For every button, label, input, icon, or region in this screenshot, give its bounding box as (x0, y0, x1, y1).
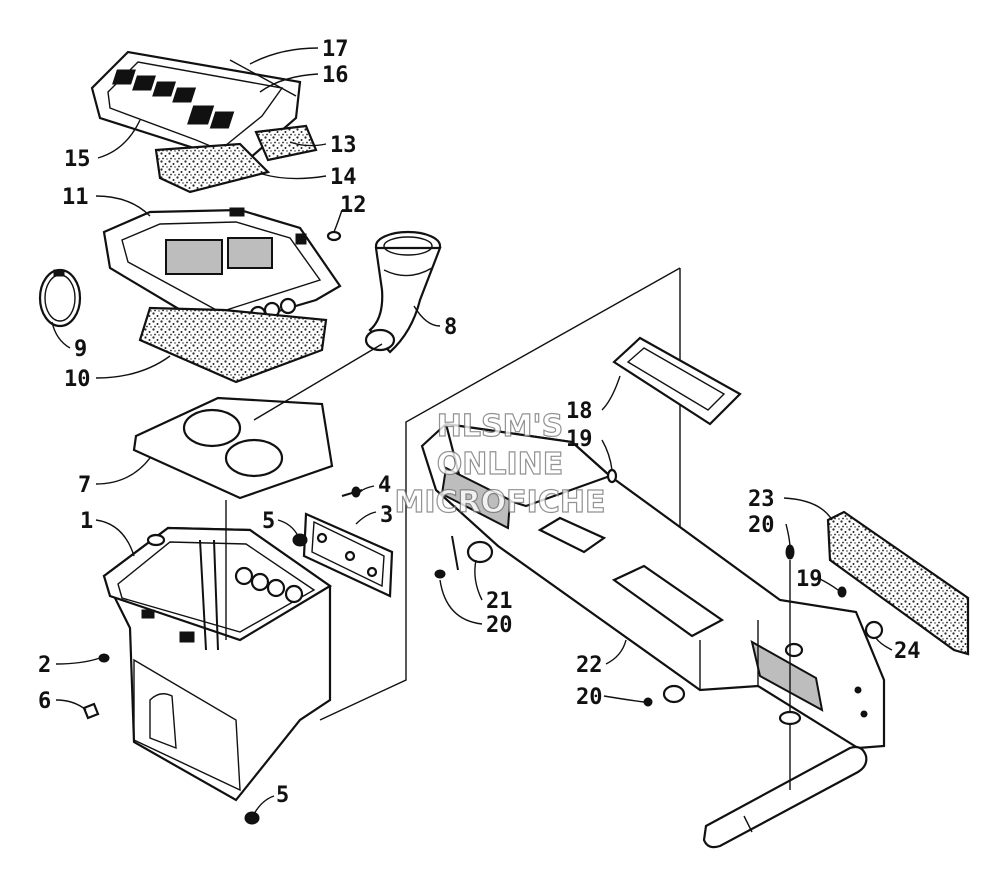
lid-foam-13 (254, 124, 318, 162)
label-14: 14 (330, 165, 357, 190)
assembly-guide-lines-left (225, 267, 681, 721)
label-24: 24 (894, 639, 921, 664)
plug-21 (466, 540, 494, 564)
label-16: 16 (322, 63, 349, 88)
label-21: 21 (486, 589, 513, 614)
foam-pad-23 (826, 510, 970, 656)
console-housing-22 (420, 422, 886, 750)
screw-12 (326, 230, 342, 242)
label-11: 11 (62, 185, 89, 210)
label-20-top: 20 (748, 513, 775, 538)
watermark-line-2: ONLINE (437, 447, 564, 482)
rivet-20-left (434, 535, 459, 579)
label-5-lower: 5 (276, 783, 289, 808)
drain-tube (702, 745, 868, 849)
screw-2 (98, 653, 110, 663)
label-18: 18 (566, 399, 593, 424)
label-12: 12 (340, 193, 367, 218)
label-20-left: 20 (486, 613, 513, 638)
part-labels: 17 16 13 14 15 11 12 8 9 10 7 1 4 5 3 2 … (38, 37, 921, 808)
bolt-4 (341, 486, 363, 498)
foam-filter-10 (138, 306, 328, 384)
airbox-lid (90, 50, 302, 168)
label-10: 10 (64, 367, 91, 392)
label-9: 9 (74, 337, 87, 362)
intake-boot-8 (364, 230, 442, 354)
label-17: 17 (322, 37, 349, 62)
airbox-base-1 (102, 526, 333, 802)
plug-24 (864, 620, 884, 640)
grommet-19-lower (837, 586, 847, 598)
label-1: 1 (80, 509, 93, 534)
grommet-19-upper (606, 468, 618, 484)
label-19-lower: 19 (796, 567, 823, 592)
label-22: 22 (576, 653, 603, 678)
hose-clamp-9 (38, 268, 82, 328)
label-2: 2 (38, 653, 51, 678)
watermark: HLSM'S ONLINE MICROFICHE (394, 408, 606, 520)
watermark-line-3: MICROFICHE (395, 485, 606, 520)
label-7: 7 (78, 473, 91, 498)
clip-6 (82, 702, 100, 720)
label-20-bottom: 20 (576, 685, 603, 710)
lid-foam-14 (154, 142, 271, 194)
label-6: 6 (38, 689, 51, 714)
leader-lines (51, 47, 893, 815)
seal-gasket-18 (612, 336, 742, 426)
watermark-line-1: HLSM'S (437, 409, 563, 444)
rivet-20-bottom (643, 684, 686, 707)
label-19-upper: 19 (566, 427, 593, 452)
label-4: 4 (378, 473, 391, 498)
label-23: 23 (748, 487, 775, 512)
grommet-5-lower (244, 811, 260, 825)
label-5-upper: 5 (262, 509, 275, 534)
label-3: 3 (380, 503, 393, 528)
label-13: 13 (330, 133, 357, 158)
label-15: 15 (64, 147, 91, 172)
gasket-plate-7 (132, 396, 334, 500)
label-8: 8 (444, 315, 457, 340)
assembly-guide-lines-right (778, 560, 802, 790)
grommet-5-upper (292, 533, 308, 547)
